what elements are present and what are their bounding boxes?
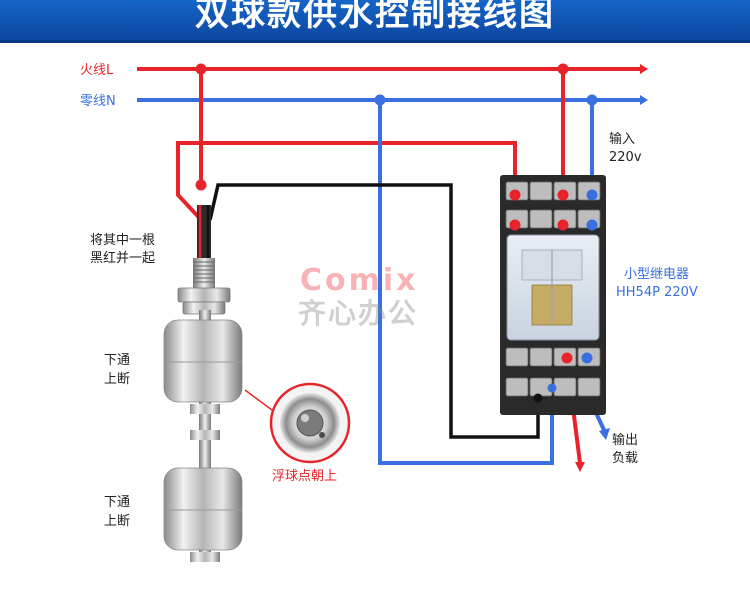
float-detail-image: [244, 382, 351, 464]
wire-neutral-to-load: [378, 100, 554, 465]
page-title: 双球款供水控制接线图: [195, 0, 555, 34]
wire-black-signal: [208, 183, 540, 439]
junction-dots: [195, 63, 598, 191]
input-label-2: 220v: [609, 150, 642, 165]
join-wires-label-1: 将其中一根: [90, 233, 155, 248]
output-arrow-live: [575, 462, 585, 472]
float-note-label: 浮球点朝上: [272, 469, 337, 484]
header-banner: 双球款供水控制接线图: [0, 0, 750, 43]
relay-name-label-2: HH54P 220V: [616, 285, 698, 300]
output-label-2: 负载: [612, 451, 638, 466]
relay-name-label-1: 小型继电器: [624, 267, 689, 282]
relay-module: [500, 175, 606, 415]
live-line-label: 火线L: [80, 63, 114, 78]
output-arrow-neutral: [599, 428, 610, 440]
join-wires-label-2: 黑红并一起: [90, 250, 155, 266]
neutral-line-label: 零线N: [80, 94, 116, 109]
input-label-1: 输入: [609, 131, 635, 147]
output-label-1: 输出: [612, 432, 638, 448]
lower-float-label-2: 上断: [104, 514, 130, 529]
watermark-subtitle: 齐心办公: [298, 297, 418, 330]
watermark-logo: Comix: [300, 263, 419, 298]
neutral-line: [137, 95, 648, 105]
live-line: [137, 64, 648, 74]
float-switch: [163, 205, 243, 562]
wire-red-to-relay: [176, 141, 517, 227]
upper-float-label-2: 上断: [104, 372, 130, 387]
upper-float-label-1: 下通: [104, 353, 130, 368]
lower-float-label-1: 下通: [104, 495, 130, 510]
